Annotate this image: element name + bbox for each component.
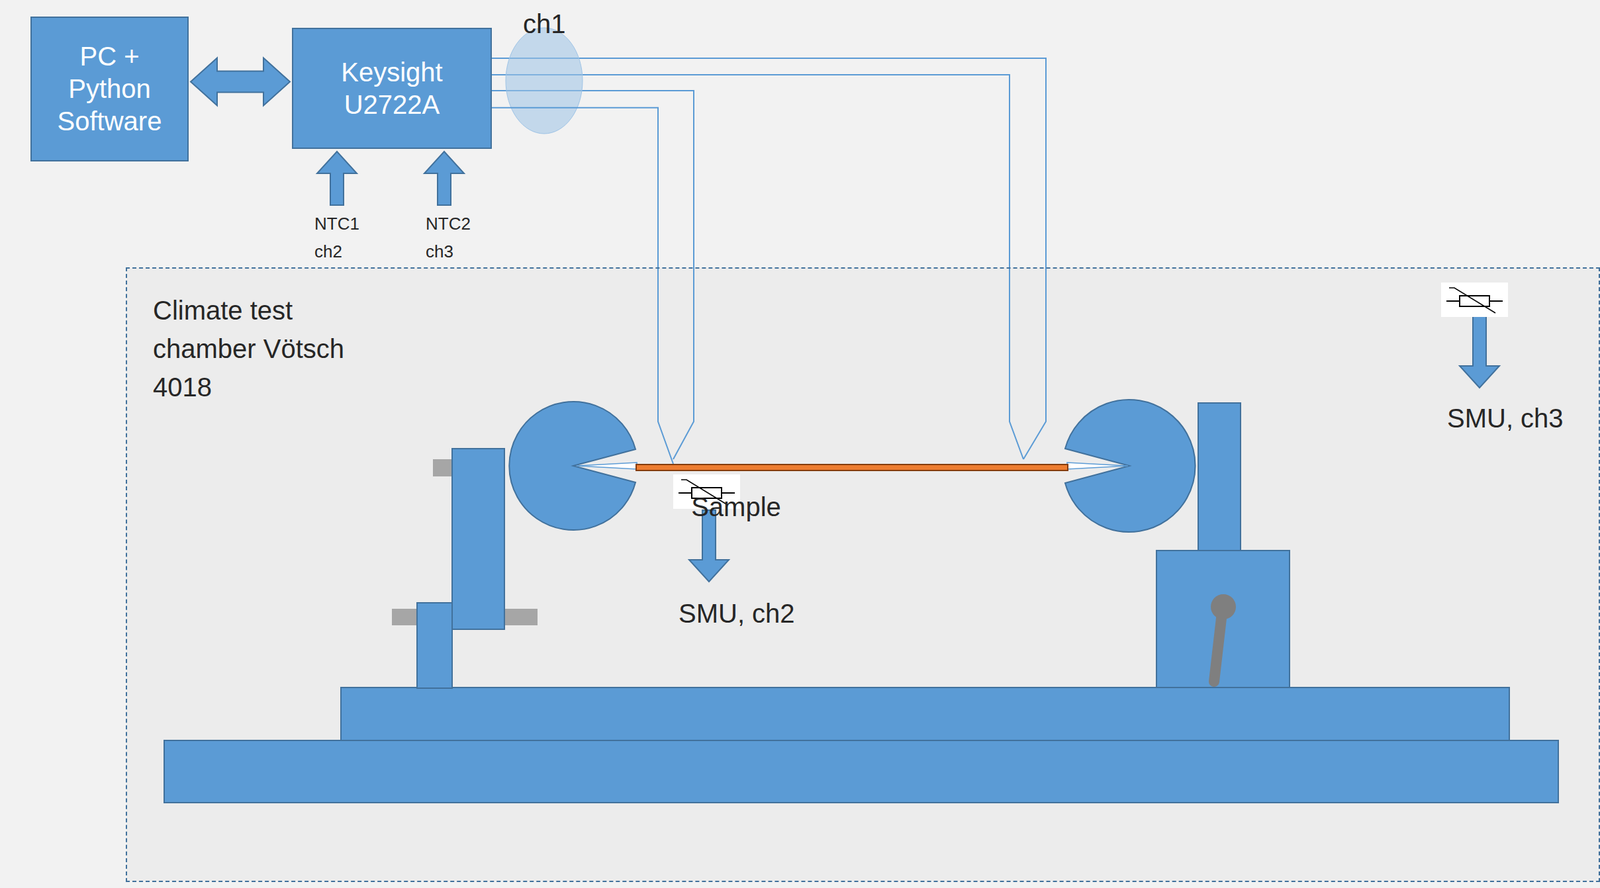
chamber-region: Climate test chamber Vötsch 4018Sample: [125, 267, 1600, 883]
left-foot: [417, 603, 453, 689]
probe-wire: [491, 107, 674, 465]
clamp-screw: [432, 459, 453, 477]
base-plate: [164, 740, 1559, 803]
node-text: PC + Python Software: [43, 40, 177, 138]
instrument-box: Keysight U2722A: [291, 27, 492, 149]
grip-needle: [1067, 462, 1129, 470]
output-arrow: [1459, 316, 1500, 388]
chamber-ground: [126, 268, 1600, 882]
right-post: [1198, 403, 1241, 551]
channel-label: SMU, ch3: [1447, 397, 1564, 440]
channel-label: SMU, ch2: [678, 592, 796, 635]
base-plate: [340, 687, 1510, 741]
ntc-sensor: [1441, 282, 1508, 318]
grip-needle: [576, 462, 637, 470]
channel-ellipse: [505, 27, 583, 134]
probe-wire: [491, 90, 694, 460]
channel-label: ch1: [522, 9, 566, 40]
left-post: [452, 448, 505, 630]
probe-wire: [491, 58, 1046, 460]
input-arrow: [424, 151, 465, 206]
node-text: Keysight U2722A: [309, 56, 475, 122]
bidirectional-arrow: [190, 58, 290, 106]
signal-label: NTC2 ch3: [425, 210, 486, 266]
node-text: Climate test chamber Vötsch 4018: [152, 291, 352, 407]
ntc-sensor: [673, 474, 741, 510]
sample-bar: Sample: [635, 464, 1069, 472]
signal-label: NTC1 ch2: [314, 210, 375, 266]
output-arrow: [689, 510, 729, 582]
right-block: [1156, 550, 1290, 688]
process-box: PC + Python Software: [30, 16, 189, 162]
input-arrow: [317, 151, 357, 206]
right-grip-wheel: [1065, 399, 1196, 533]
lever-knob: [1210, 594, 1236, 620]
